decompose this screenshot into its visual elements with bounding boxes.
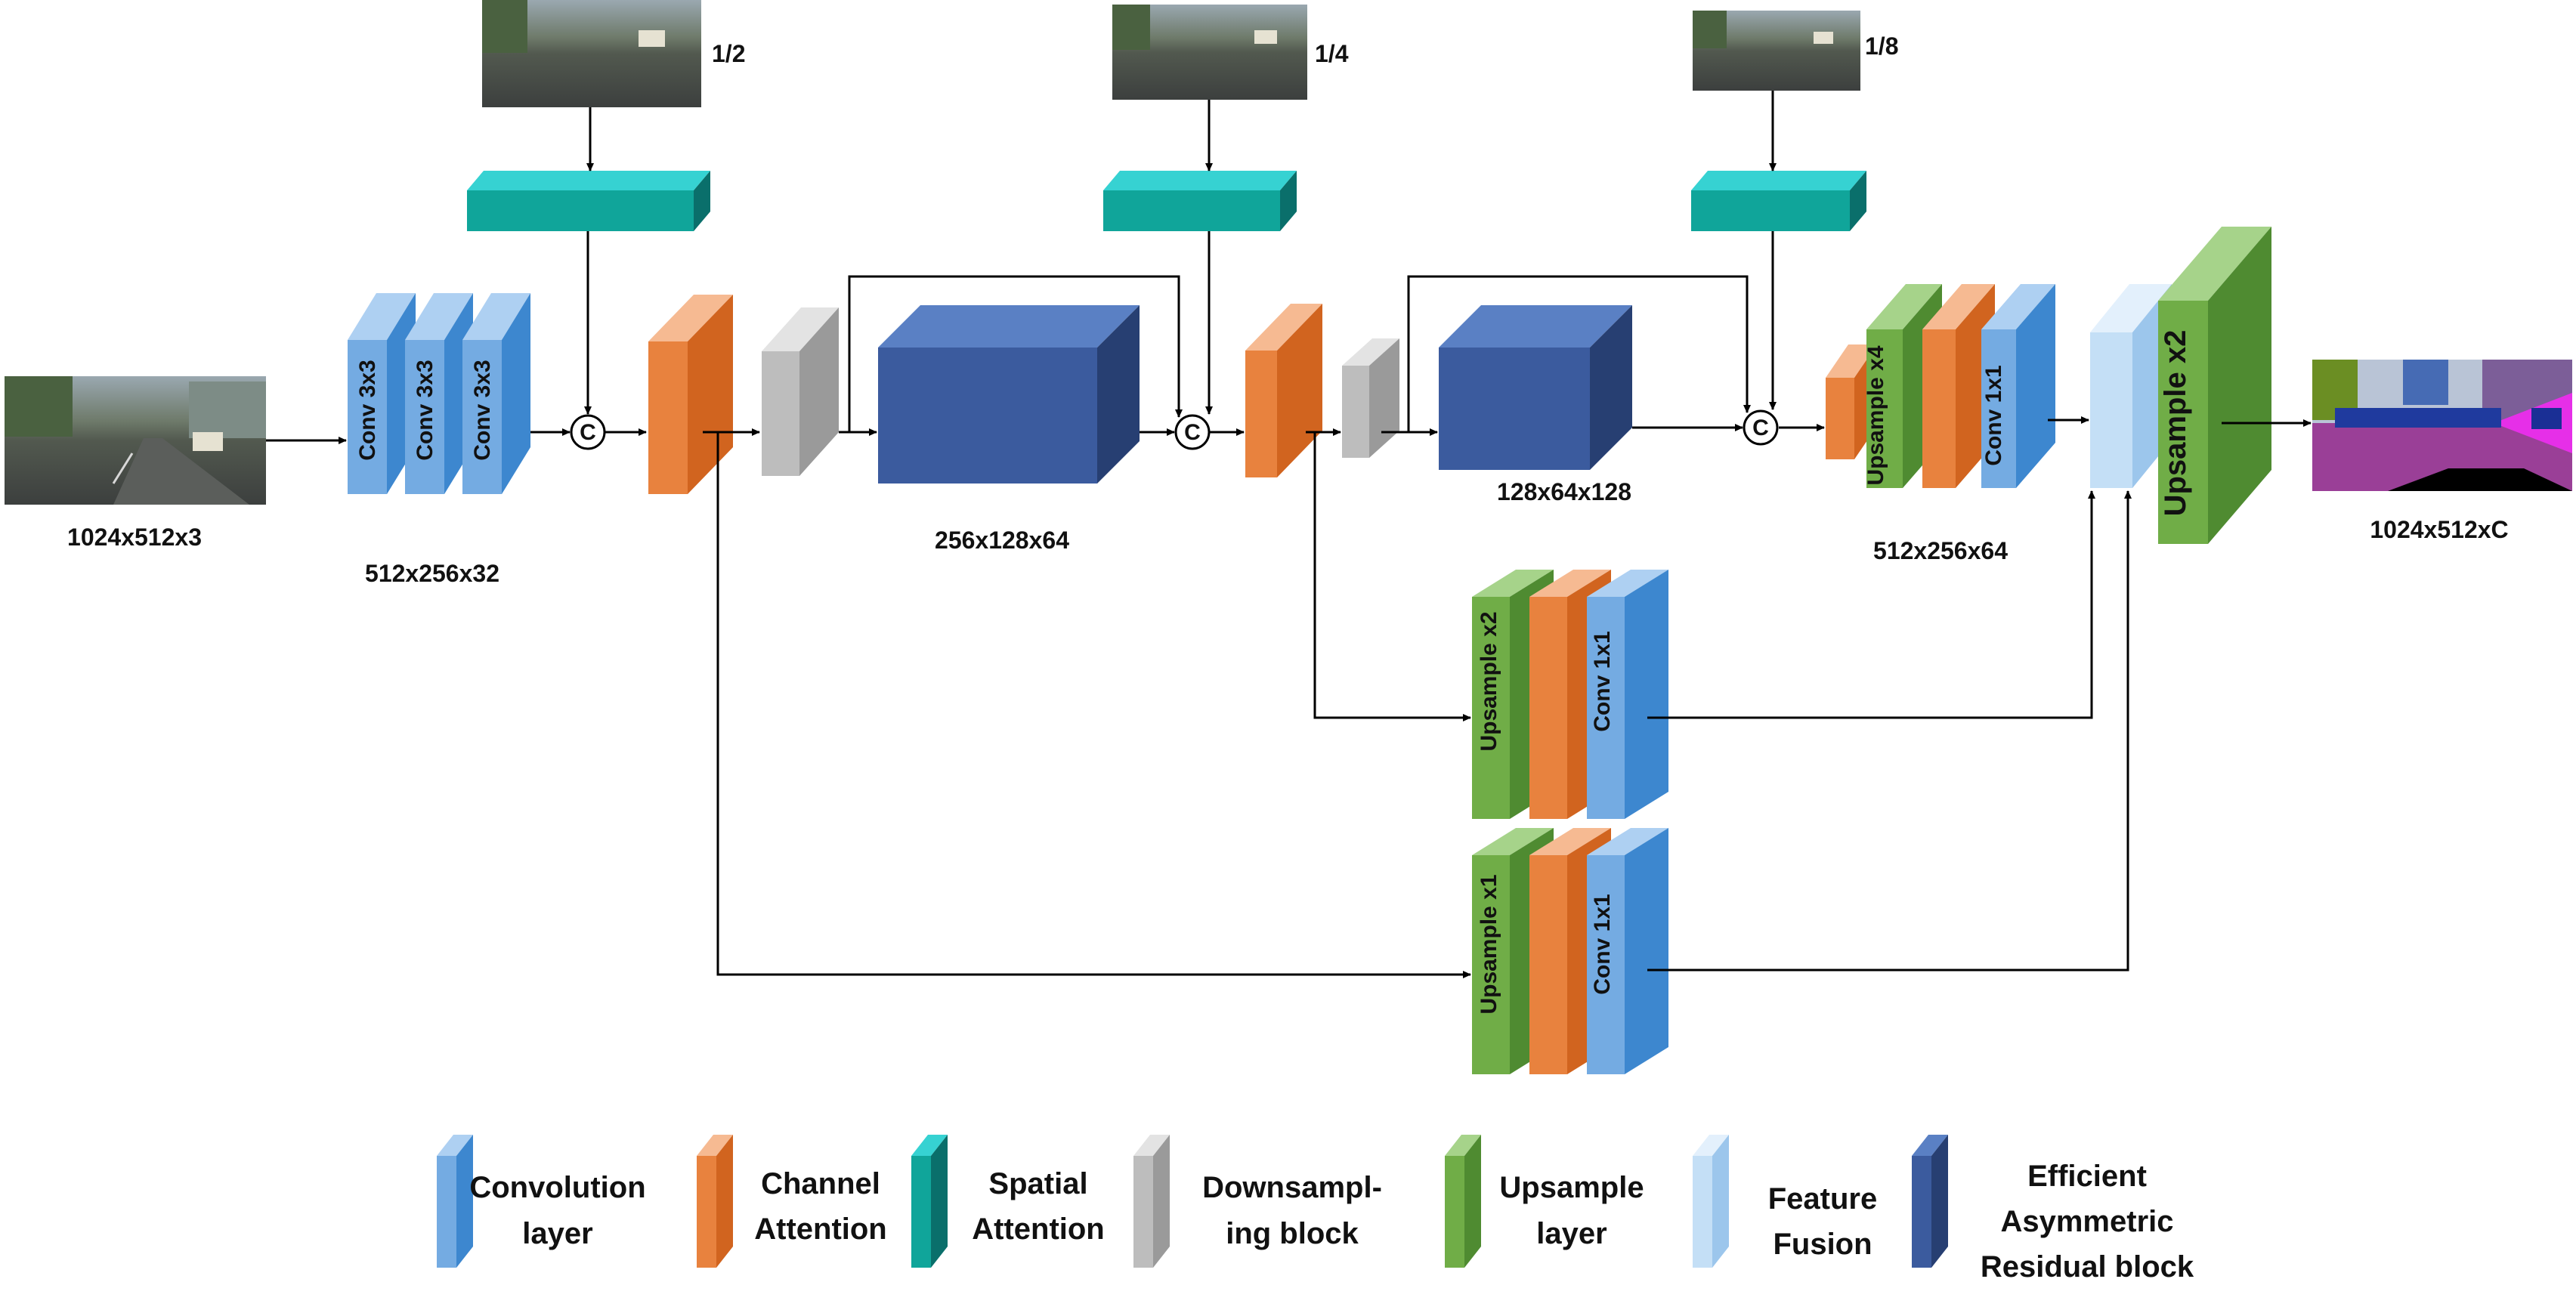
conv3x3-label-1: Conv 3x3 (355, 360, 380, 460)
connection-arrows (266, 91, 2312, 978)
arrow-ca1-branch-to-up-x1 (716, 432, 1471, 978)
final-upsample-label: Upsample x2 (2159, 330, 2192, 517)
conv3x3-label-2: Conv 3x3 (413, 360, 438, 460)
stage1-size-label: 256x128x64 (935, 527, 1069, 554)
legend-up-line2: layer (1536, 1217, 1607, 1250)
channel-attention-block-1 (648, 295, 733, 494)
conv3x3-block-3 (462, 293, 530, 494)
concat-symbol: C (1752, 416, 1769, 440)
legend-up-line1: Upsample (1499, 1171, 1644, 1204)
spatial-attention-block-3 (1691, 171, 1866, 231)
concat-symbol: C (580, 420, 596, 445)
concat-node-3: C (1743, 409, 1779, 446)
legend-feature-fusion-icon (1693, 1135, 1729, 1268)
scale-label-1-4: 1/4 (1315, 40, 1349, 67)
scale-image-1-8 (1693, 11, 1860, 91)
downsampling-block-1 (762, 307, 839, 476)
legend-ff-line1: Feature (1768, 1182, 1878, 1216)
conv1x1-label-mid: Conv 1x1 (1590, 631, 1615, 731)
legend-spatial-attention-icon (911, 1135, 948, 1268)
arrow-mid-branch-to-fusion (1647, 490, 2095, 719)
spatial-attention-block-2 (1103, 171, 1297, 231)
legend-ear-line3: Residual block (1981, 1250, 2194, 1284)
conv3x3-label-3: Conv 3x3 (470, 360, 495, 460)
legend-text: Convolution layer Channel Attention Spat… (469, 1160, 2194, 1284)
legend-ff-line2: Fusion (1773, 1228, 1872, 1261)
input-size-label: 1024x512x3 (67, 524, 202, 551)
network-blocks (348, 171, 2271, 1074)
legend-ds-line1: Downsampl- (1202, 1171, 1382, 1204)
legend-ds-line2: ing block (1226, 1217, 1359, 1250)
upsample-x4-label: Upsample x4 (1863, 345, 1888, 485)
output-size-label: 1024x512xC (2370, 516, 2508, 543)
channel-attention-block-2 (1245, 304, 1322, 477)
arrow-bottom-branch-to-fusion (1647, 490, 2132, 972)
output-segmentation-image (2312, 360, 2572, 491)
concat-symbol: C (1184, 420, 1201, 445)
conv1x1-label-bottom: Conv 1x1 (1590, 894, 1615, 994)
concat-node-1: C (570, 414, 606, 450)
legend-downsampling-icon (1133, 1135, 1170, 1268)
legend-ear-line2: Asymmetric (2000, 1205, 2173, 1238)
stage2-size-label: 128x64x128 (1497, 478, 1631, 505)
legend-ca-line2: Attention (754, 1213, 887, 1246)
conv-output-size-label: 512x256x32 (365, 560, 499, 587)
conv1x1-block-top (1981, 284, 2055, 488)
ear-block-stage2 (1439, 305, 1632, 470)
concat-node-2: C (1174, 414, 1211, 450)
legend-channel-attention-icon (697, 1135, 733, 1268)
legend-conv-line2: layer (522, 1217, 592, 1250)
legend-sa-line1: Spatial (988, 1167, 1087, 1200)
legend-ear-line1: Efficient (2027, 1160, 2147, 1193)
upsample-x1-label: Upsample x1 (1477, 874, 1501, 1014)
legend-upsample-icon (1445, 1135, 1481, 1268)
downsampling-block-2 (1342, 338, 1399, 458)
legend-ca-line1: Channel (761, 1167, 880, 1200)
legend-conv-line1: Convolution (469, 1171, 645, 1204)
conv1x1-label-top: Conv 1x1 (1981, 365, 2006, 465)
scale-label-1-8: 1/8 (1865, 32, 1898, 60)
arrow-skip1-to-concat2 (848, 275, 1183, 432)
legend-sa-line2: Attention (972, 1213, 1105, 1246)
decoder-size-label: 512x256x64 (1873, 537, 2008, 564)
scale-label-1-2: 1/2 (712, 40, 745, 67)
spatial-attention-block-1 (467, 171, 710, 231)
arrow-ca2-branch-to-up-x2 (1313, 432, 1471, 721)
scale-image-1-2 (482, 0, 701, 107)
arrow-skip2-to-concat3 (1407, 275, 1751, 432)
legend-icons (437, 1135, 1948, 1268)
legend-ear-icon (1912, 1135, 1948, 1268)
final-upsample-block (2158, 227, 2271, 544)
ear-block-stage1 (878, 305, 1140, 483)
legend-conv-icon (437, 1135, 473, 1268)
upsample-x2-label: Upsample x2 (1477, 611, 1501, 751)
input-image (5, 376, 266, 505)
scale-image-1-4 (1112, 5, 1307, 100)
conv1x1-block-bottom (1587, 828, 1668, 1074)
conv1x1-block-mid (1587, 570, 1668, 819)
